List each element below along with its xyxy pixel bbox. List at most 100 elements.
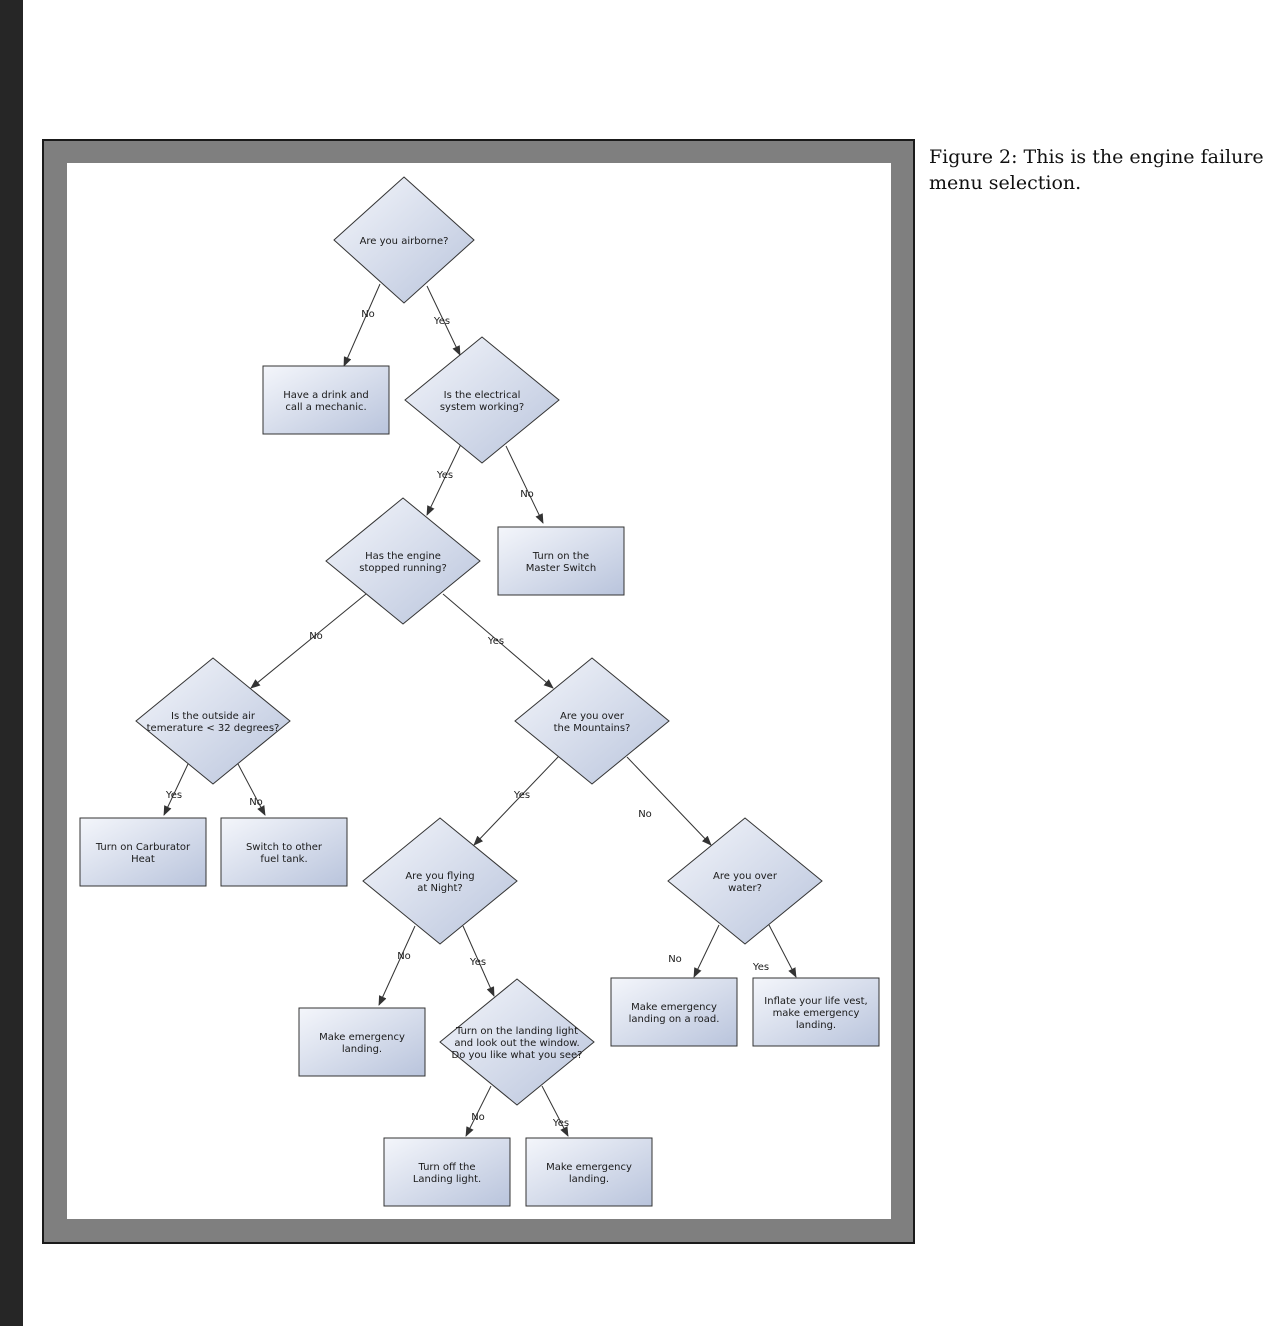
edge-q-engine-to-q-mountains [442, 593, 554, 689]
node-text-line: Heat [131, 854, 155, 865]
decision-diamond [667, 817, 823, 945]
node-text-line: landing on a road. [629, 1014, 720, 1025]
node-text-line: Make emergency [546, 1162, 632, 1173]
node-text-line: Master Switch [526, 563, 596, 574]
edge-q-mountains-to-q-night [473, 755, 560, 846]
edge-q-airborne-to-a-drink [343, 283, 381, 367]
edge-label-no: No [397, 951, 411, 962]
node-text-line: call a mechanic. [285, 402, 366, 413]
node-text-line: Turn off the [418, 1162, 476, 1173]
action-box [79, 817, 207, 887]
edge-label-yes: Yes [433, 316, 450, 327]
node-text-line: water? [728, 883, 762, 894]
edge-label-no: No [309, 631, 323, 642]
action-box [220, 817, 348, 887]
node-text-line: Has the engine [365, 551, 441, 562]
decision-node-q-airborne: Are you airborne? [333, 176, 475, 304]
edge-label-no: No [471, 1112, 485, 1123]
edge-q-airborne-to-q-electrical [426, 285, 461, 356]
edge-label-yes: Yes [487, 636, 504, 647]
action-node-a-vest: Inflate your life vest,make emergencylan… [752, 977, 880, 1047]
node-text-line: Make emergency [631, 1002, 717, 1013]
edge-q-mountains-to-q-water [626, 756, 712, 846]
node-text-line: Are you over [713, 871, 778, 882]
edge-label-yes: Yes [552, 1118, 569, 1129]
node-text-line: Are you airborne? [360, 236, 449, 247]
decision-diamond [325, 497, 481, 625]
edge-q-temp-to-a-carb [163, 763, 189, 816]
action-box [497, 526, 625, 596]
node-text-line: Switch to other [246, 842, 323, 853]
edge-q-electrical-to-a-master [505, 445, 544, 524]
edge-label-no: No [668, 954, 682, 965]
action-box [610, 977, 738, 1047]
edge-q-temp-to-a-fuel [237, 763, 266, 816]
edge-q-light-to-a-land2 [541, 1085, 569, 1137]
node-text-line: system working? [440, 402, 524, 413]
node-text-line: Make emergency [319, 1032, 405, 1043]
node-text-line: Inflate your life vest, [764, 996, 867, 1007]
edge-q-electrical-to-q-engine [426, 443, 462, 516]
node-text-line: Is the outside air [171, 711, 256, 722]
edge-label-yes: Yes [436, 470, 453, 481]
edge-label-no: No [638, 809, 652, 820]
node-text-line: at Night? [417, 883, 462, 894]
decision-diamond [514, 657, 670, 785]
node-text-line: Turn on Carburator [95, 842, 191, 853]
edge-q-water-to-a-vest [768, 924, 797, 978]
edge-label-yes: Yes [513, 790, 530, 801]
action-box [752, 977, 880, 1047]
edge-q-water-to-a-road [693, 924, 720, 978]
action-box [298, 1007, 426, 1077]
edge-q-night-to-a-land1 [378, 925, 416, 1006]
edge-label-no: No [249, 797, 263, 808]
node-text-line: landing. [342, 1044, 382, 1055]
node-text-line: fuel tank. [260, 854, 307, 865]
node-text-line: the Mountains? [554, 723, 631, 734]
node-text-line: Are you over [560, 711, 625, 722]
node-text-line: landing. [796, 1020, 836, 1031]
node-text-line: temerature < 32 degrees? [147, 723, 280, 734]
node-text-line: Landing light. [413, 1174, 481, 1185]
node-text-line: Are you flying [405, 871, 474, 882]
node-text-line: Have a drink and [283, 390, 369, 401]
edge-label-no: No [520, 489, 534, 500]
edge-label-yes: Yes [165, 790, 182, 801]
node-text-line: Is the electrical [444, 390, 521, 401]
action-box [383, 1137, 511, 1207]
edge-q-night-to-q-light [462, 925, 495, 997]
figure-caption: Figure 2: This is the engine failure men… [929, 146, 1264, 194]
node-text-line: Do you like what you see? [452, 1050, 583, 1061]
decision-diamond [404, 336, 560, 464]
edge-label-yes: Yes [752, 962, 769, 973]
node-text-line: landing. [569, 1174, 609, 1185]
node-text-line: stopped running? [359, 563, 447, 574]
action-box [525, 1137, 653, 1207]
decision-diamond [439, 978, 595, 1106]
decision-diamond [135, 657, 291, 785]
node-text-line: and look out the window. [454, 1038, 579, 1049]
edge-label-no: No [361, 309, 375, 320]
node-text-line: Turn on the landing light [455, 1026, 578, 1037]
decision-diamond [362, 817, 518, 945]
decision-diamond [333, 176, 475, 304]
edge-q-light-to-a-lightoff [465, 1085, 492, 1137]
edge-q-engine-to-q-temp [250, 593, 367, 689]
action-box [262, 365, 390, 435]
